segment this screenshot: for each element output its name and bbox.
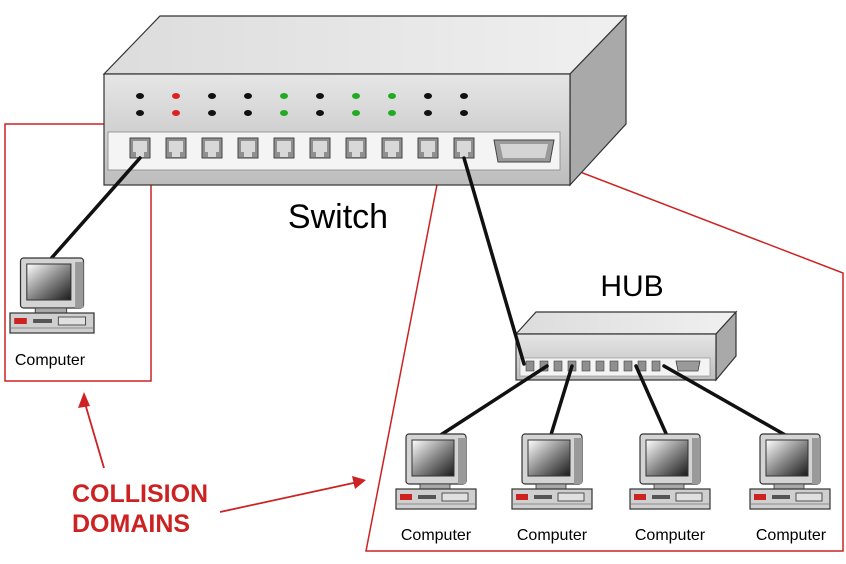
cable-switch-to-hub bbox=[462, 156, 526, 366]
switch-ports bbox=[129, 137, 555, 163]
switch-led bbox=[460, 93, 468, 99]
cable-hub-to-computer-1 bbox=[434, 364, 549, 440]
computer-label: Computer bbox=[15, 352, 86, 369]
switch-led bbox=[424, 110, 432, 116]
collision-label-line1: COLLISION bbox=[72, 480, 208, 508]
hub-port bbox=[623, 360, 633, 372]
switch-led bbox=[388, 110, 396, 116]
collision-domains-annotation: COLLISION DOMAINS bbox=[72, 392, 366, 538]
cable-hub-to-computer-3 bbox=[634, 364, 670, 440]
switch-led bbox=[136, 110, 144, 116]
hub-port bbox=[525, 360, 535, 372]
switch-led bbox=[424, 93, 432, 99]
arrow-head-left bbox=[78, 392, 90, 408]
computer-hub-2: Computer bbox=[511, 433, 593, 544]
switch-label: Switch bbox=[288, 198, 388, 236]
cable-hub-to-computer-4 bbox=[662, 364, 796, 442]
switch-led bbox=[172, 110, 180, 116]
hub-label: HUB bbox=[600, 270, 663, 303]
hub-device bbox=[514, 310, 738, 382]
computer-label: Computer bbox=[635, 527, 706, 544]
computer-label: Computer bbox=[756, 527, 827, 544]
switch-led bbox=[136, 93, 144, 99]
switch-led bbox=[244, 93, 252, 99]
switch-led bbox=[316, 93, 324, 99]
switch-led bbox=[208, 110, 216, 116]
hub-port bbox=[595, 360, 605, 372]
computer-left: Computer bbox=[9, 257, 95, 369]
switch-led bbox=[172, 93, 180, 99]
switch-led bbox=[208, 93, 216, 99]
switch-led bbox=[388, 93, 396, 99]
arrow-to-right-domain bbox=[219, 481, 359, 513]
hub-port bbox=[609, 360, 619, 372]
cables bbox=[46, 156, 796, 442]
cable-switch-to-left-computer bbox=[46, 156, 142, 264]
switch-led bbox=[460, 110, 468, 116]
hub-port bbox=[651, 360, 661, 372]
collision-domain-left bbox=[4, 123, 152, 382]
switch-led bbox=[352, 110, 360, 116]
computer-hub-3: Computer bbox=[629, 433, 711, 544]
switch-led bbox=[352, 93, 360, 99]
collision-label-line2: DOMAINS bbox=[72, 510, 190, 538]
switch-leds bbox=[136, 93, 468, 116]
switch-device bbox=[102, 14, 628, 187]
hub-port bbox=[553, 360, 563, 372]
computer-hub-1: Computer bbox=[395, 433, 477, 544]
arrow-head-right bbox=[352, 476, 366, 489]
arrow-to-left-domain bbox=[83, 399, 105, 469]
computer-label: Computer bbox=[401, 527, 472, 544]
switch-led bbox=[280, 110, 288, 116]
hub-port bbox=[581, 360, 591, 372]
switch-led bbox=[244, 110, 252, 116]
switch-led bbox=[280, 93, 288, 99]
switch-led bbox=[316, 110, 324, 116]
computer-hub-4: Computer bbox=[749, 433, 831, 544]
computer-label: Computer bbox=[517, 527, 588, 544]
cable-hub-to-computer-2 bbox=[548, 364, 574, 440]
hub-port bbox=[637, 360, 647, 372]
